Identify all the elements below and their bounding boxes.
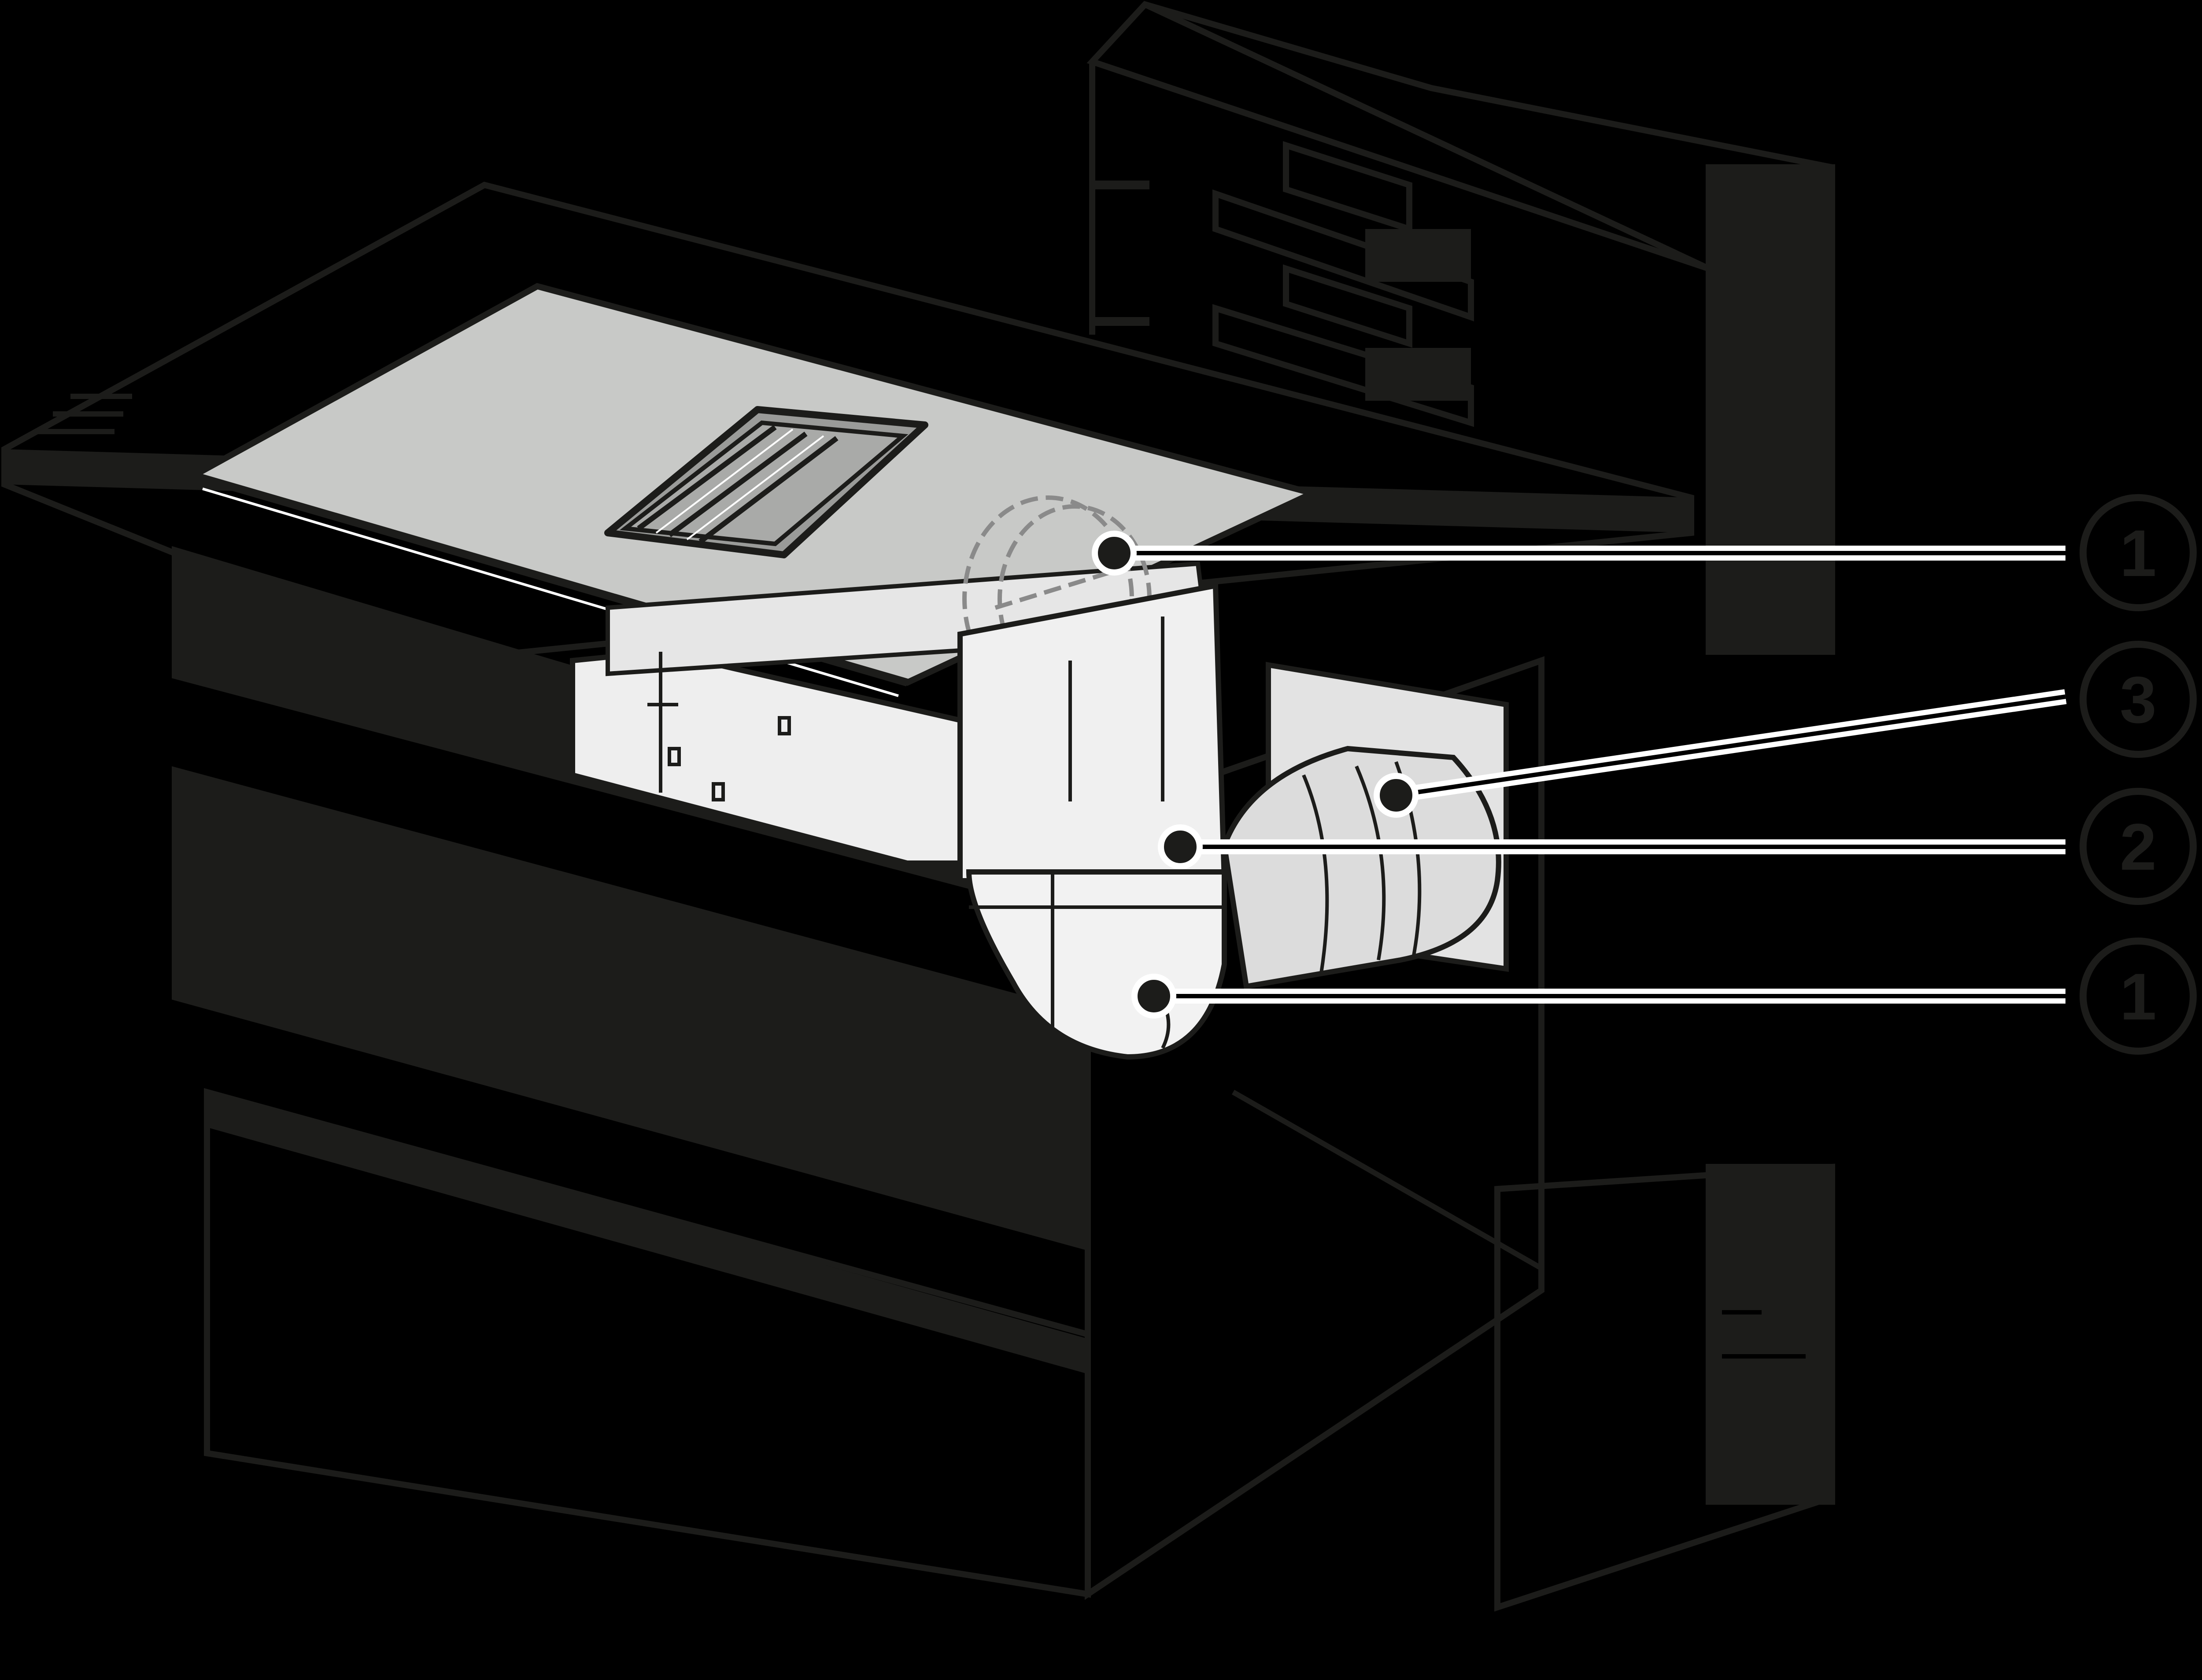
callout-3: 3 bbox=[2080, 641, 2197, 758]
callout-dot-2 bbox=[1158, 824, 1203, 869]
callout-number: 2 bbox=[2120, 810, 2156, 884]
callout-dot-3 bbox=[1374, 773, 1419, 818]
vent-grille bbox=[604, 406, 928, 558]
callout-1-top: 1 bbox=[2080, 494, 2197, 611]
callout-leaders bbox=[1114, 546, 2067, 1004]
callout-dots bbox=[1092, 531, 1419, 1019]
tall-cabinet bbox=[1086, 1, 1835, 655]
callout-number: 1 bbox=[2120, 516, 2156, 590]
callout-1-bottom: 1 bbox=[2080, 938, 2197, 1055]
duct-connector bbox=[1221, 661, 1509, 990]
callout-dot-1-bottom bbox=[1131, 974, 1176, 1019]
lower-right-cabinet bbox=[1494, 1163, 1835, 1612]
callout-number: 3 bbox=[2120, 663, 2156, 737]
callout-dot-1-top bbox=[1092, 531, 1137, 576]
callout-number: 1 bbox=[2120, 960, 2156, 1034]
callout-2: 2 bbox=[2080, 788, 2197, 905]
callout-labels: 1 3 2 1 bbox=[2080, 494, 2197, 1055]
extractor-housing bbox=[570, 561, 1209, 866]
